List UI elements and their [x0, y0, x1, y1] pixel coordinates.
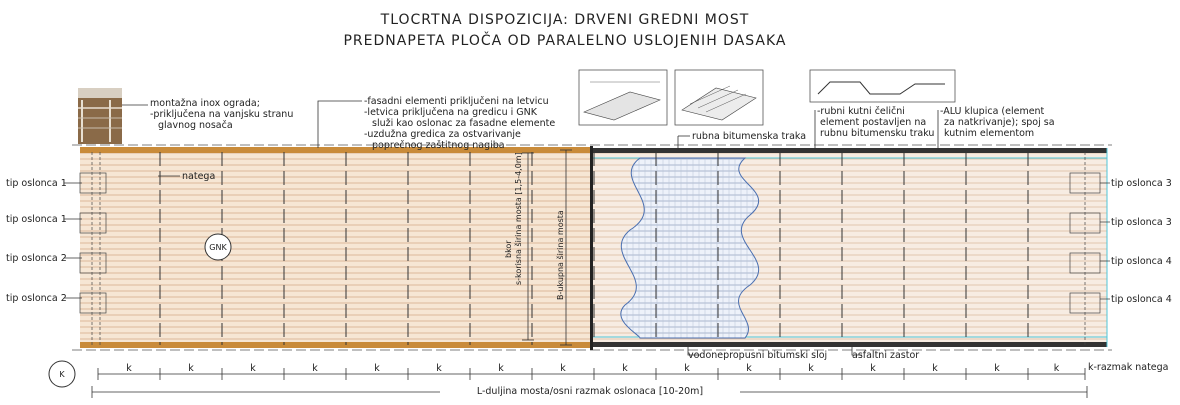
k-spacing-label: k	[870, 363, 876, 374]
support-label-left-2: tip oslonca 1	[6, 214, 67, 225]
inox-note-3: glavnog nosača	[158, 120, 233, 131]
support-label-left-1: tip oslonca 1	[6, 178, 67, 189]
fasadni-note-4: -uzdužna gredica za ostvarivanje	[364, 129, 521, 140]
k-section-marker	[48, 360, 76, 388]
bottom-rail-steel	[592, 342, 1107, 347]
support-label-right-3: tip oslonca 4	[1111, 256, 1172, 267]
k-spacing-label: k	[374, 363, 380, 374]
k-spacing-label: k	[684, 363, 690, 374]
detail-sketch-2	[674, 69, 764, 126]
k-spacing-label: k	[436, 363, 442, 374]
fasadni-note-2: -letvica priključena na gredicu i GNK	[364, 107, 538, 118]
s-width-label: s-korisna širina mosta [1,5-4,0m]	[513, 152, 523, 285]
k-marker-label: K	[59, 370, 65, 379]
gnk-circle	[204, 233, 232, 261]
railing-photo	[78, 88, 122, 144]
k-razmak-label: k-razmak natega	[1088, 362, 1169, 373]
title-line-1: TLOCRTNA DISPOZICIJA: DRVENI GREDNI MOST	[380, 12, 750, 28]
L-length-label: L-duljina mosta/osni razmak oslonaca [10…	[477, 386, 703, 397]
support-label-right-4: tip oslonca 4	[1111, 294, 1172, 305]
fasadni-note-5: poprečnog zaštitnog nagiba	[372, 140, 505, 151]
top-rail-steel	[592, 148, 1107, 153]
kutni-note-2: element postavljen na	[820, 117, 926, 128]
waterproof-layer	[620, 157, 759, 339]
k-spacing-label: k	[126, 363, 132, 374]
title-line-2: PREDNAPETA PLOČA OD PARALELNO USLOJENIH …	[343, 31, 786, 49]
k-spacing-label: k	[622, 363, 628, 374]
right-support-labels: tip oslonca 3 tip oslonca 3 tip oslonca …	[1100, 178, 1172, 305]
alu-note-1: -ALU klupica (element	[940, 106, 1045, 117]
asfaltni-label: asfaltni zastor	[852, 350, 919, 361]
vodonepropusni-label: vodonepropusni bitumski sloj	[688, 350, 827, 361]
k-spacing-label: k	[312, 363, 318, 374]
gnk-label: GNK	[209, 243, 227, 252]
detail-sketch-3	[809, 69, 956, 103]
k-spacing-label: k	[808, 363, 814, 374]
bottom-rail-wood	[80, 342, 592, 348]
support-label-left-3: tip oslonca 2	[6, 253, 67, 264]
inox-note-2: -priključena na vanjsku stranu	[150, 109, 293, 120]
inox-note-1: montažna inox ograda;	[150, 98, 260, 109]
k-spacing-label: k	[746, 363, 752, 374]
alu-note-3: kutnim elementom	[944, 128, 1034, 139]
detail-sketch-1	[578, 69, 668, 126]
kutni-note-3: rubnu bitumensku traku	[820, 128, 934, 139]
k-spacing-label: k	[932, 363, 938, 374]
deck-wood	[80, 150, 590, 345]
kutni-note-1: -rubni kutni čelični	[817, 106, 905, 117]
fasadni-note-1: -fasadni elementi priključeni na letvicu	[364, 96, 549, 107]
top-rail-wood	[80, 147, 592, 153]
fasadni-note-3: služi kao oslonac za fasadne elemente	[372, 118, 555, 129]
width-dimensions	[522, 149, 572, 346]
left-supports	[79, 152, 107, 345]
b-width-label: B-ukupna širina mosta	[555, 210, 565, 300]
k-spacing-label: k	[1054, 363, 1060, 374]
bkor-label: bkor	[504, 240, 513, 258]
support-label-right-1: tip oslonca 3	[1111, 178, 1172, 189]
right-supports	[1069, 152, 1101, 345]
left-support-labels: tip oslonca 1 tip oslonca 1 tip oslonca …	[6, 178, 82, 304]
k-spacing-label: k	[188, 363, 194, 374]
rubna-traka-label: rubna bitumenska traka	[692, 131, 806, 142]
k-spacing-label: k	[498, 363, 504, 374]
natega-label: natega	[182, 171, 215, 182]
support-label-right-2: tip oslonca 3	[1111, 217, 1172, 228]
support-label-left-4: tip oslonca 2	[6, 293, 67, 304]
k-spacing-label: k	[560, 363, 566, 374]
tendon-lines	[159, 152, 1029, 345]
alu-note-2: za natkrivanje); spoj sa	[944, 117, 1055, 128]
k-spacing-label: k	[994, 363, 1000, 374]
k-spacing-label: k	[250, 363, 256, 374]
